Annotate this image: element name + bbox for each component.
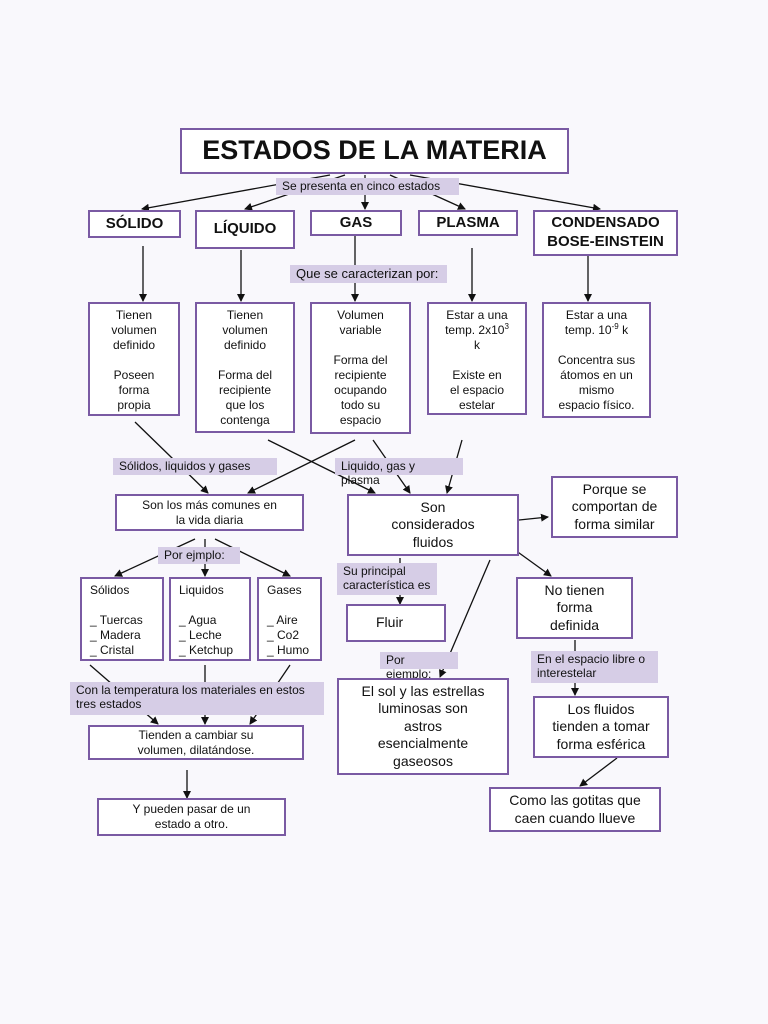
desc-solido: Tienen volumen definido Poseen forma pro… (88, 302, 180, 416)
box-sol-estrellas: El sol y las estrellas luminosas son ast… (337, 678, 509, 775)
examples-gases: Gases _ Aire _ Co2 _ Humo (257, 577, 322, 661)
desc-plasma: Estar a una temp. 2x103 k Existe en el e… (427, 302, 527, 415)
label-caracterizan: Que se caracterizan por: (290, 265, 447, 283)
desc-gas: Volumen variable Forma del recipiente oc… (310, 302, 411, 434)
box-fluir: Fluir (346, 604, 446, 642)
box-pasar-estado: Y pueden pasar de un estado a otro. (97, 798, 286, 836)
state-liquido: LÍQUIDO (195, 210, 295, 249)
state-solido: SÓLIDO (88, 210, 181, 238)
desc-liquido: Tienen volumen definido Forma del recipi… (195, 302, 295, 433)
state-condensado: CONDENSADO BOSE-EINSTEIN (533, 210, 678, 256)
state-plasma: PLASMA (418, 210, 518, 236)
box-porque: Porque se comportan de forma similar (551, 476, 678, 538)
box-esferica: Los fluidos tienden a tomar forma esféri… (533, 696, 669, 758)
box-comunes: Son los más comunes en la vida diaria (115, 494, 304, 531)
label-solidos-liquidos-gases: Sólidos, liquidos y gases (113, 458, 277, 475)
label-por-ejemplo-1: Por ejmplo: (158, 547, 240, 564)
box-no-forma: No tienen forma definida (516, 577, 633, 639)
label-temperatura: Con la temperatura los materiales en est… (70, 682, 324, 715)
label-espacio-libre: En el espacio libre o interestelar (531, 651, 658, 683)
label-por-ejemplo-2: Por ejemplo: (380, 652, 458, 681)
examples-solidos: Sólidos _ Tuercas _ Madera _ Cristal (80, 577, 164, 661)
desc-condensado: Estar a una temp. 10-9 k Concentra sus á… (542, 302, 651, 418)
label-principal: Su principal característica es (337, 563, 437, 595)
label-cinco-estados: Se presenta en cinco estados (276, 178, 459, 195)
examples-liquidos: Liquidos _ Agua _ Leche _ Ketchup (169, 577, 251, 661)
box-fluidos: Son considerados fluidos (347, 494, 519, 556)
page-title: ESTADOS DE LA MATERIA (180, 128, 569, 174)
state-gas: GAS (310, 210, 402, 236)
box-tienden-cambiar: Tienden a cambiar su volumen, dilatándos… (88, 725, 304, 760)
box-gotitas: Como las gotitas que caen cuando llueve (489, 787, 661, 832)
label-liquido-gas-plasma: Liquido, gas y plasma (335, 458, 463, 487)
